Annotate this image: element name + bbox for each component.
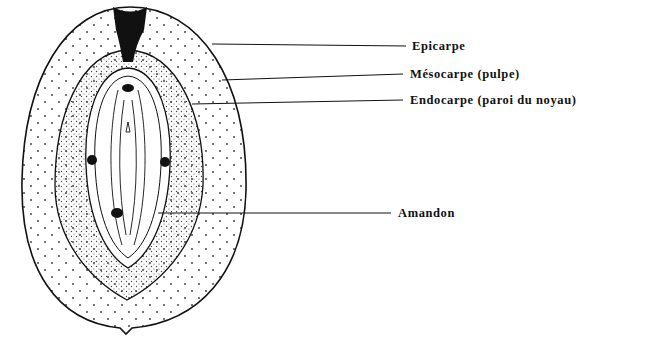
vascular-dot (122, 84, 134, 92)
vascular-dot (111, 208, 123, 218)
vascular-dot (87, 155, 97, 165)
part-label: Epicarpe (412, 39, 465, 53)
embryo-tip (126, 122, 130, 132)
leader-line (212, 44, 406, 46)
vascular-dot (160, 157, 170, 167)
part-label: Amandon (398, 206, 455, 220)
leader-line (158, 213, 391, 214)
endocarp-wall (55, 50, 203, 300)
part-label: Endocarpe (paroi du noyau) (410, 93, 576, 107)
stalk-scar (113, 7, 147, 62)
epicarp-outline (22, 7, 246, 334)
embryo-lines (111, 90, 145, 245)
seed-outline (86, 68, 170, 268)
seed-inner-outline (95, 76, 162, 258)
leader-line (222, 74, 403, 80)
part-label: Mésocarpe (pulpe) (410, 67, 520, 81)
leader-line (192, 100, 403, 104)
